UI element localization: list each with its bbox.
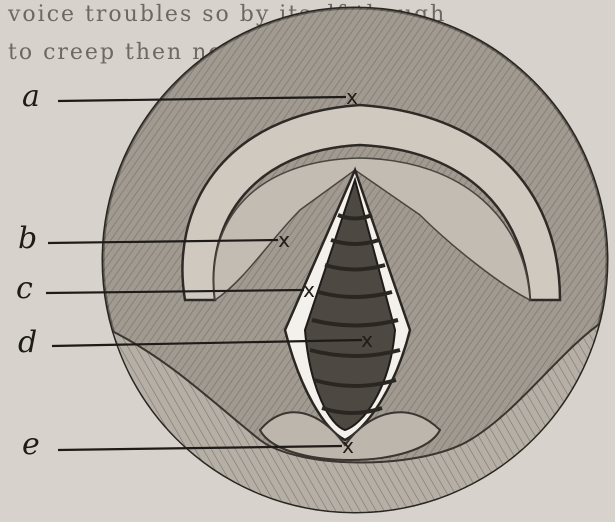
label-c: c [16, 274, 33, 304]
label-d: d [18, 328, 37, 358]
marker-c: x [303, 278, 315, 302]
label-e: e [22, 430, 40, 460]
marker-e: x [342, 434, 354, 458]
marker-a: x [346, 85, 358, 109]
marker-b: x [278, 228, 290, 252]
marker-d: x [361, 328, 373, 352]
label-b: b [18, 224, 37, 254]
label-a: a [22, 82, 40, 112]
